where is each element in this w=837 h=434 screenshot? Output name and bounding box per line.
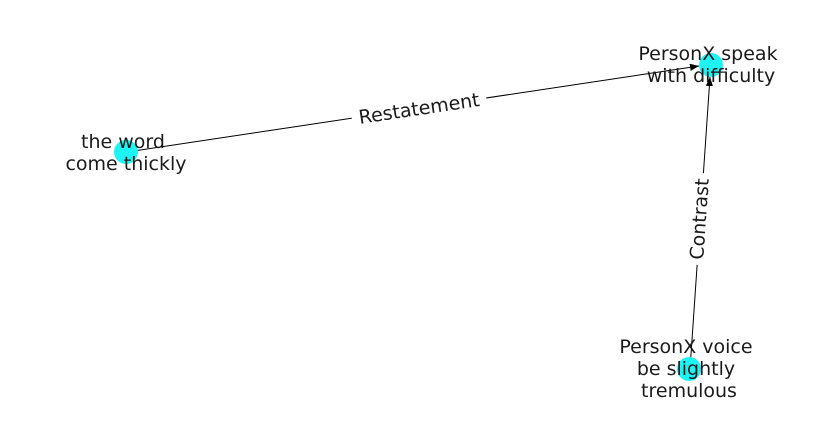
node-voice-line-3: tremulous: [641, 380, 737, 402]
node-voice-label: PersonX voice be slightly tremulous: [619, 336, 758, 402]
node-word-come-thickly: the word come thickly: [65, 131, 186, 175]
node-word-marker: [114, 140, 138, 164]
edge-restatement: Restatement: [126, 63, 700, 153]
node-speak-with-difficulty: PersonX speak with difficulty: [638, 43, 783, 87]
edge-restatement-label-bg: [349, 85, 489, 131]
node-voice-marker: [677, 357, 701, 381]
node-speak-marker: [699, 53, 723, 77]
node-voice-tremulous: PersonX voice be slightly tremulous: [619, 336, 758, 402]
edge-contrast: Contrast: [682, 76, 716, 370]
node-voice-line-2: be slightly: [637, 358, 735, 380]
node-word-line-2: come thickly: [65, 153, 186, 175]
node-speak-line-2: with difficulty: [647, 65, 776, 87]
node-word-label: the word come thickly: [65, 131, 186, 175]
node-voice-line-1: PersonX voice: [619, 336, 752, 358]
edge-contrast-label-bg: [682, 172, 716, 266]
node-speak-line-1: PersonX speak: [638, 43, 777, 65]
node-speak-label: PersonX speak with difficulty: [638, 43, 783, 87]
node-word-line-1: the word: [81, 131, 165, 153]
